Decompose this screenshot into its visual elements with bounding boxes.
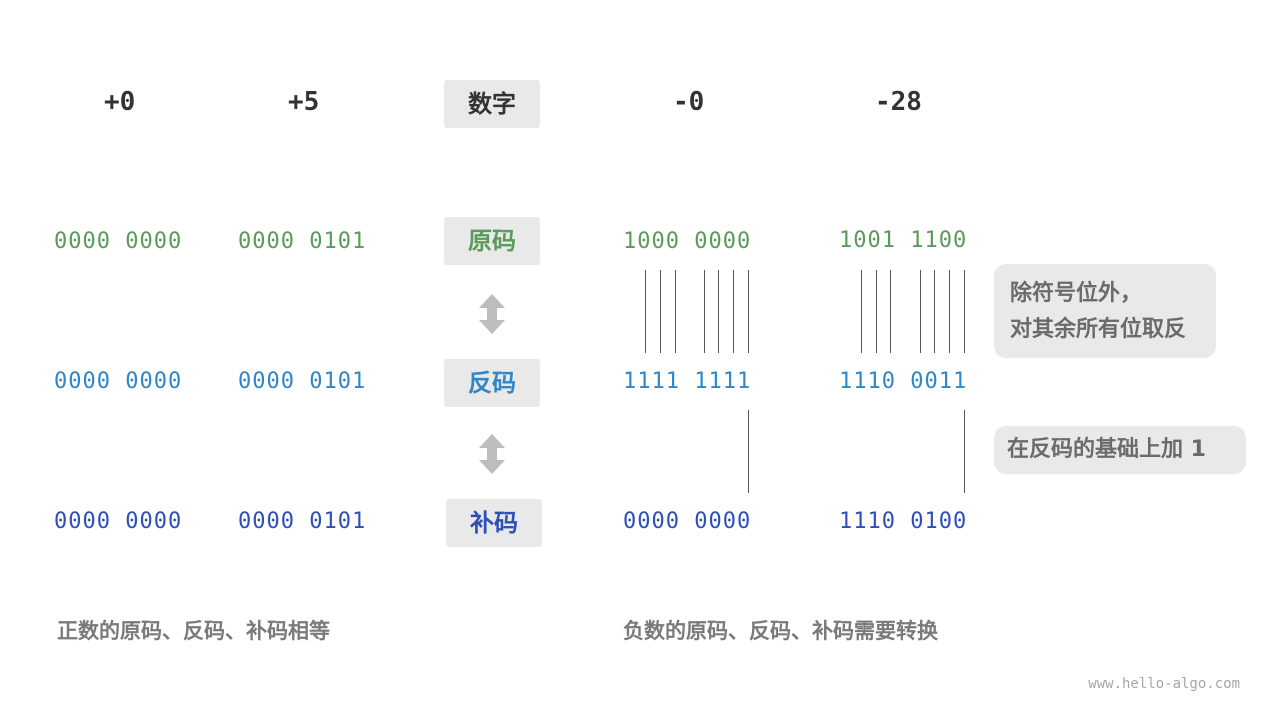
number-plus-five: +5 — [288, 87, 320, 117]
add-one-connector-line — [748, 410, 749, 493]
invert-bits-note: 除符号位外， 对其余所有位取反 — [994, 264, 1216, 358]
negative-caption: 负数的原码、反码、补码需要转换 — [623, 619, 938, 643]
bit-connector-line — [675, 270, 676, 353]
minus0-complement: 0000 0000 — [623, 509, 752, 534]
bit-connector-line — [733, 270, 734, 353]
plus0-inverse: 0000 0000 — [54, 369, 183, 394]
bit-connector-line — [660, 270, 661, 353]
positive-caption: 正数的原码、反码、补码相等 — [57, 619, 330, 643]
original-code-label: 原码 — [444, 217, 540, 265]
bit-connector-line — [876, 270, 877, 353]
plus5-complement: 0000 0101 — [238, 509, 367, 534]
plus5-inverse: 0000 0101 — [238, 369, 367, 394]
watermark: www.hello-algo.com — [1088, 676, 1240, 692]
bit-connector-line — [934, 270, 935, 353]
double-arrow-icon — [479, 294, 505, 334]
number-plus-zero: +0 — [104, 87, 136, 117]
inverse-code-label: 反码 — [444, 359, 540, 407]
bit-connector-line — [964, 270, 965, 353]
invert-note-line-2: 对其余所有位取反 — [1010, 317, 1187, 342]
minus28-complement: 1110 0100 — [839, 509, 968, 534]
plus5-original: 0000 0101 — [238, 229, 367, 254]
number-label: 数字 — [444, 80, 540, 128]
complement-code-label: 补码 — [446, 499, 542, 547]
add-one-note: 在反码的基础上加 1 — [994, 426, 1246, 474]
bit-connector-line — [645, 270, 646, 353]
bit-connector-line — [861, 270, 862, 353]
add-one-connector-line — [964, 410, 965, 493]
minus0-inverse: 1111 1111 — [623, 369, 752, 394]
minus28-inverse: 1110 0011 — [839, 369, 968, 394]
double-arrow-icon — [479, 434, 505, 474]
invert-note-line-1: 除符号位外， — [1010, 281, 1143, 306]
bit-connector-line — [920, 270, 921, 353]
plus0-original: 0000 0000 — [54, 229, 183, 254]
bit-connector-line — [718, 270, 719, 353]
bit-connector-line — [704, 270, 705, 353]
plus0-complement: 0000 0000 — [54, 509, 183, 534]
minus28-original: 1001 1100 — [839, 228, 968, 253]
minus0-original: 1000 0000 — [623, 229, 752, 254]
number-minus-zero: -0 — [673, 87, 705, 117]
bit-connector-line — [748, 270, 749, 353]
bit-connector-line — [890, 270, 891, 353]
number-minus-28: -28 — [875, 87, 922, 117]
bit-connector-line — [949, 270, 950, 353]
